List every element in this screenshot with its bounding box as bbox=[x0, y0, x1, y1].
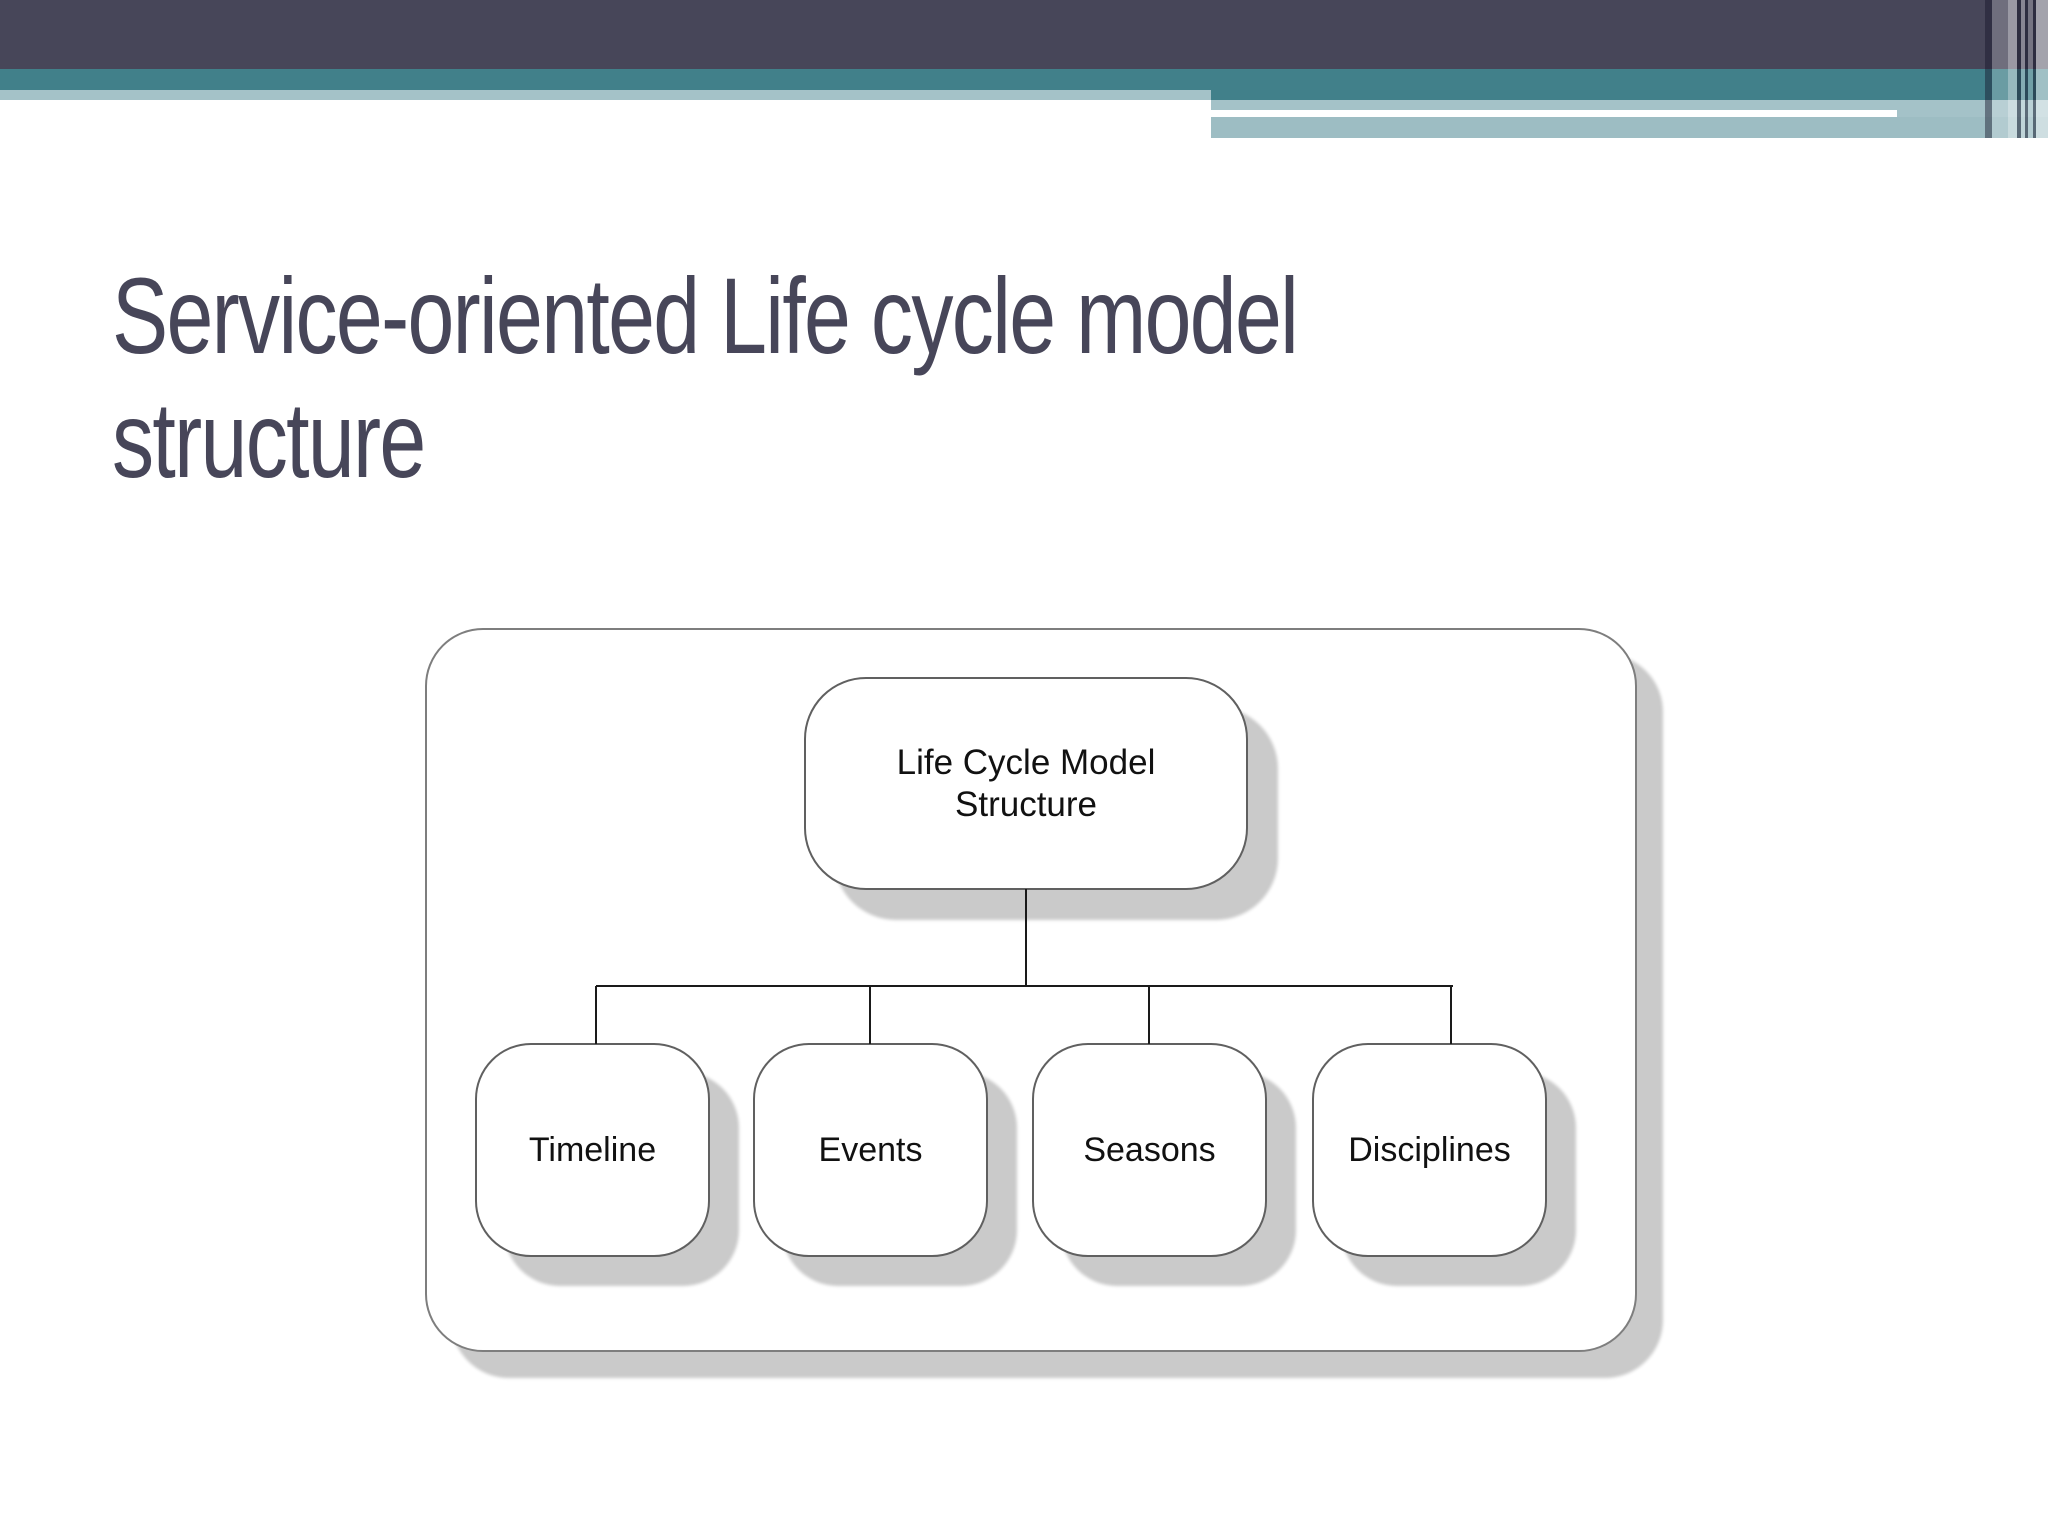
corner-stripe bbox=[2017, 0, 2021, 138]
diagram-node-seasons: Seasons bbox=[1032, 1043, 1267, 1257]
corner-stripe bbox=[2036, 0, 2048, 138]
header-teal-band bbox=[0, 69, 2048, 90]
corner-stripe bbox=[1992, 0, 2008, 138]
node-label: Events bbox=[818, 1130, 923, 1169]
header-light-teal-band-left bbox=[0, 90, 1211, 100]
connector-root-vertical bbox=[1025, 889, 1027, 987]
corner-stripe bbox=[1985, 0, 1992, 138]
header-light-teal-band-right-lower bbox=[1211, 117, 2048, 138]
node-label: Timeline bbox=[528, 1130, 657, 1169]
header-teal-band-extension bbox=[1211, 90, 2048, 100]
header-white-stripe bbox=[1211, 110, 1897, 117]
slide-title-line2: structure bbox=[112, 379, 426, 500]
diagram-node-events: Events bbox=[753, 1043, 988, 1257]
connector-horizontal bbox=[596, 985, 1453, 987]
connector-stub-disciplines bbox=[1450, 986, 1452, 1044]
corner-stripe bbox=[2008, 0, 2017, 138]
corner-stripe bbox=[2021, 0, 2025, 138]
slide-title: Service-oriented Life cycle model struct… bbox=[112, 254, 1299, 502]
corner-vertical-stripes bbox=[1985, 0, 2048, 138]
root-node-label-line2: Structure bbox=[955, 784, 1097, 824]
node-label: Disciplines bbox=[1348, 1130, 1511, 1169]
corner-stripe bbox=[2025, 0, 2028, 138]
corner-stripe bbox=[2033, 0, 2036, 138]
header-stripe-fill bbox=[1897, 110, 2048, 117]
header-dark-band bbox=[0, 0, 2048, 69]
diagram-node-timeline: Timeline bbox=[475, 1043, 710, 1257]
root-node-label-line1: Life Cycle Model bbox=[896, 742, 1156, 782]
slide-title-line1: Service-oriented Life cycle model bbox=[112, 255, 1299, 376]
connector-stub-timeline bbox=[595, 986, 597, 1044]
connector-stub-seasons bbox=[1148, 986, 1150, 1044]
diagram-node-disciplines: Disciplines bbox=[1312, 1043, 1547, 1257]
connector-stub-events bbox=[869, 986, 871, 1044]
node-label: Seasons bbox=[1083, 1130, 1216, 1169]
diagram-node-root: Life Cycle Model Structure bbox=[804, 677, 1248, 890]
header-light-teal-band-right-upper bbox=[1211, 100, 2048, 110]
corner-stripe bbox=[2028, 0, 2033, 138]
